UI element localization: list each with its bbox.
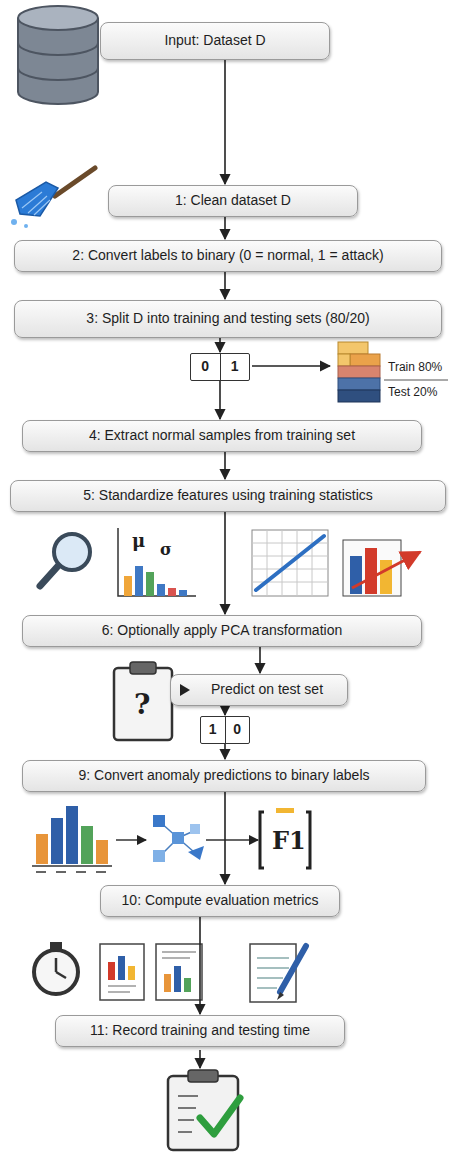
node-text: 1	[220, 354, 250, 380]
node-text: 0	[191, 354, 220, 380]
f1-score-icon	[260, 808, 310, 868]
process-box: 3: Split D into training and testing set…	[14, 300, 442, 338]
process-box: 11: Record training and testing time	[55, 1015, 345, 1047]
figure-label: Train 80%	[388, 360, 442, 374]
binary-label-box: 10	[200, 716, 250, 744]
process-box: 10: Compute evaluation metrics	[100, 885, 340, 917]
node-text: 10: Compute evaluation metrics	[122, 892, 319, 908]
node-text: 1: Clean dataset D	[175, 192, 291, 208]
flow-arrow	[224, 272, 226, 300]
flow-arrow	[224, 452, 226, 480]
regression-grid-icon	[252, 530, 328, 596]
figure-label: F1	[272, 826, 306, 855]
figure-label: ?	[134, 688, 150, 721]
process-box: 5: Standardize features using training s…	[10, 480, 446, 512]
figure-label: Test 20%	[388, 385, 437, 399]
notepad-icon	[250, 944, 306, 1002]
process-box: Input: Dataset D	[100, 22, 330, 60]
stopwatch-icon	[34, 942, 78, 994]
flow-arrow	[224, 706, 226, 716]
binary-label-box: 01	[190, 353, 250, 381]
flow-arrow	[219, 381, 221, 420]
process-box: Predict on test set	[170, 674, 348, 706]
chart-report-icon	[156, 944, 202, 1000]
bar-trend-icon	[343, 540, 420, 596]
statistics-chart-icon	[118, 528, 196, 596]
train-test-split-icon	[252, 342, 448, 402]
node-text: Predict on test set	[211, 681, 323, 697]
node-text: 4: Extract normal samples from training …	[89, 427, 355, 443]
flow-arrow	[224, 60, 226, 185]
figure-label: μ	[132, 530, 145, 551]
process-box: 2: Convert labels to binary (0 = normal,…	[14, 240, 442, 272]
node-text: 3: Split D into training and testing set…	[86, 310, 369, 326]
flow-arrow	[224, 217, 226, 240]
node-text: 9: Convert anomaly predictions to binary…	[78, 767, 369, 783]
broom-icon	[11, 168, 95, 228]
node-text: 11: Record training and testing time	[90, 1022, 310, 1038]
figure-label: σ	[160, 540, 172, 559]
node-text: 0	[225, 717, 250, 743]
node-text: 2: Convert labels to binary (0 = normal,…	[72, 247, 383, 263]
clipboard-check-icon	[168, 1050, 240, 1150]
network-icon	[153, 815, 258, 862]
node-text: 5: Standardize features using training s…	[83, 487, 373, 503]
flow-arrow	[224, 792, 226, 885]
flow-arrow	[224, 744, 226, 760]
node-text: 1	[201, 717, 225, 743]
clipboard-question-icon	[114, 662, 172, 740]
flow-arrow	[199, 917, 201, 1015]
database-icon	[18, 6, 98, 104]
flow-arrow	[219, 338, 221, 353]
process-box: 4: Extract normal samples from training …	[22, 420, 422, 452]
node-text: Input: Dataset D	[164, 32, 265, 48]
bar-chart-icon	[32, 806, 146, 872]
process-box: 9: Convert anomaly predictions to binary…	[22, 760, 426, 792]
report-icon	[100, 944, 144, 1000]
process-box: 6: Optionally apply PCA transformation	[22, 615, 422, 647]
magnifier-icon	[40, 534, 90, 586]
flow-arrow	[259, 647, 261, 674]
process-box: 1: Clean dataset D	[108, 185, 358, 217]
node-text: 6: Optionally apply PCA transformation	[102, 622, 342, 638]
flow-arrow	[224, 512, 226, 615]
